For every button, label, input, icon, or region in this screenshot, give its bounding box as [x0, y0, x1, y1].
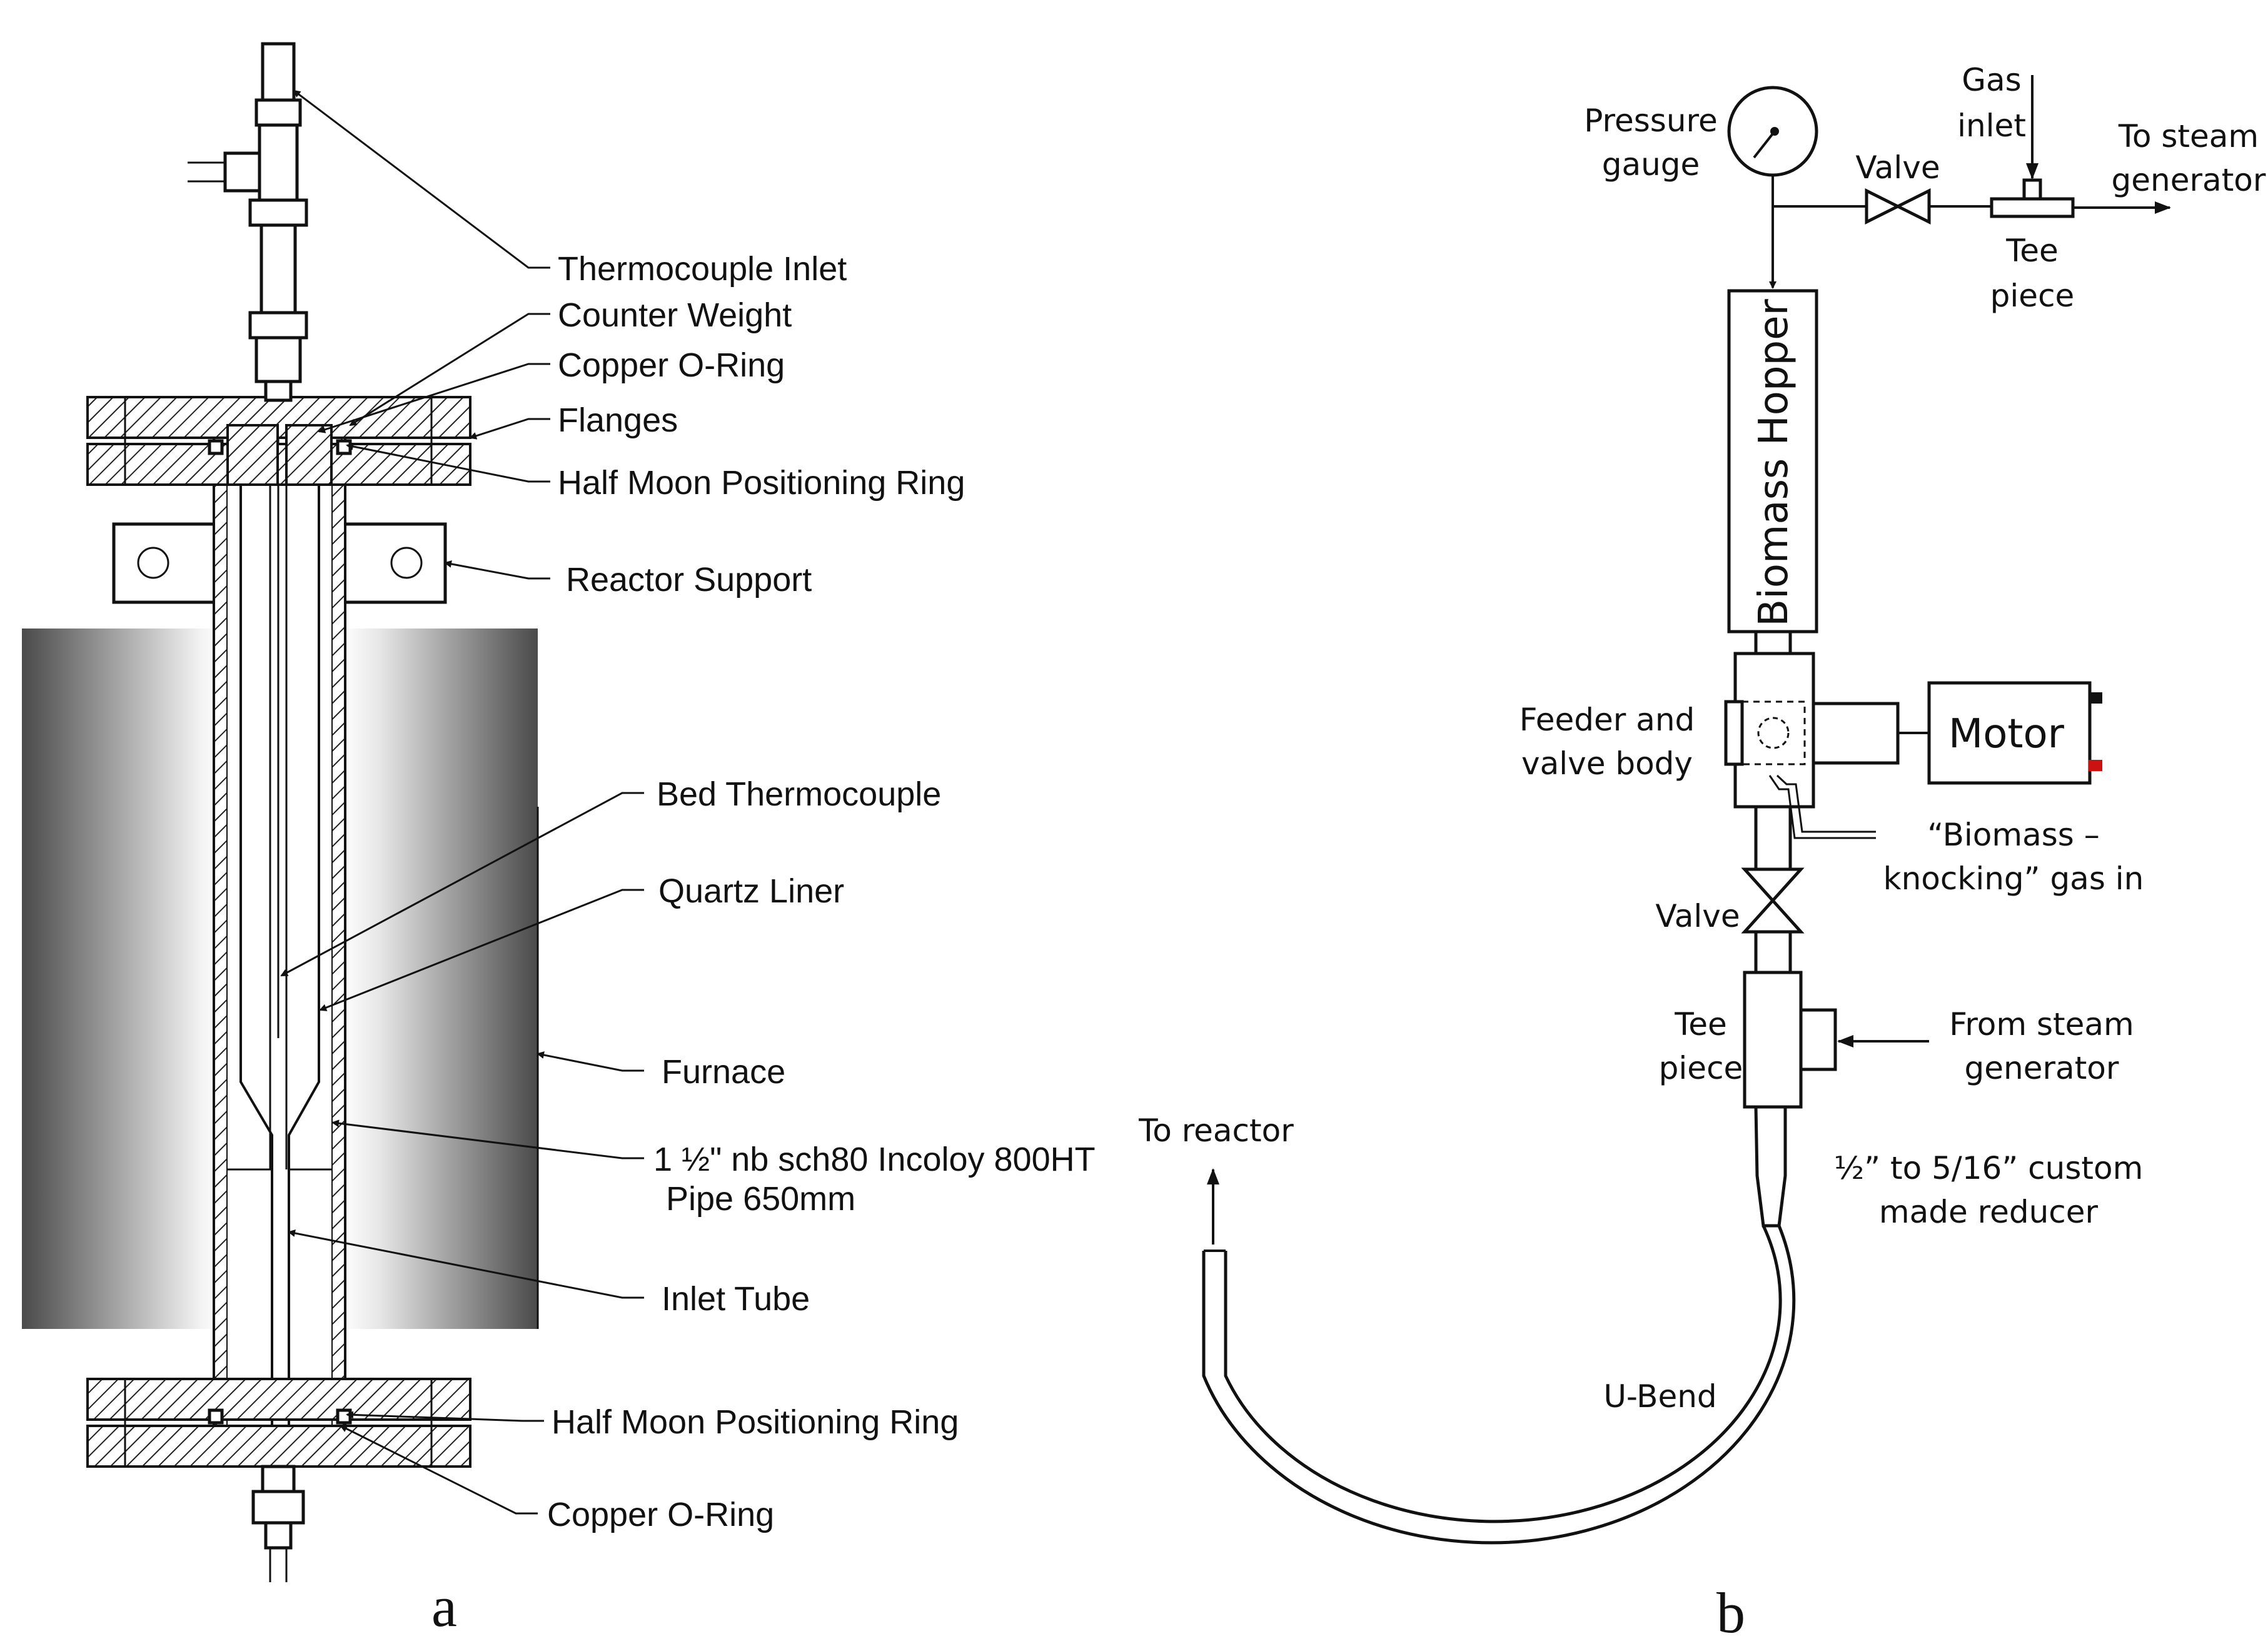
label-copper-oring-bottom: Copper O-Ring: [547, 1496, 774, 1533]
bottom-fittings-icon: [251, 1465, 305, 1582]
mid-tee-icon: [1743, 971, 1929, 1109]
label-to-steam-1: To steam: [2118, 118, 2259, 154]
panel-a: Thermocouple Inlet Counter Weight Copper…: [22, 42, 1096, 1638]
label-gas-inlet-2: inlet: [1957, 108, 2026, 144]
label-furnace: Furnace: [662, 1053, 785, 1091]
label-from-steam-1: From steam: [1949, 1006, 2134, 1043]
label-inlet-tube: Inlet Tube: [662, 1280, 810, 1318]
label-biomass-hopper: Biomass Hopper: [1751, 298, 1797, 626]
label-knocking-2: knocking” gas in: [1883, 861, 2144, 897]
label-counter-weight: Counter Weight: [558, 296, 792, 334]
mid-valve-icon: [1741, 867, 1805, 934]
label-valve-mid: Valve: [1655, 898, 1740, 934]
label-motor: Motor: [1948, 711, 2065, 757]
label-quartz-liner: Quartz Liner: [658, 872, 844, 910]
label-flanges: Flanges: [558, 401, 678, 439]
label-bed-thermocouple: Bed Thermocouple: [657, 775, 941, 813]
reducer-icon: [1754, 1105, 1787, 1228]
label-pressure-gauge-2: gauge: [1602, 146, 1700, 183]
label-tee-mid-2: piece: [1659, 1050, 1743, 1086]
top-fittings-icon: [188, 42, 308, 402]
label-half-moon-top: Half Moon Positioning Ring: [558, 464, 965, 502]
label-to-reactor: To reactor: [1138, 1113, 1294, 1149]
label-gas-inlet-1: Gas: [1962, 62, 2021, 98]
feeder-valve-body-icon: [1724, 652, 1900, 839]
label-reducer-2: made reducer: [1879, 1194, 2099, 1230]
u-bend-inner-icon: [1224, 1224, 1782, 1523]
feeder-outlet-pipe: [1754, 805, 1792, 871]
panel-a-leaders: [280, 89, 644, 1515]
quartz-liner-icon: [228, 450, 331, 1432]
label-knocking-1: “Biomass –: [1927, 817, 2100, 853]
label-tee-mid-1: Tee: [1674, 1006, 1727, 1043]
label-thermocouple-inlet: Thermocouple Inlet: [558, 250, 847, 288]
motor-icon: [1898, 681, 2102, 785]
label-reducer-1: ½” to 5/16” custom: [1834, 1150, 2144, 1186]
panel-b: Biomass Hopper Motor: [1138, 62, 2266, 1645]
furnace-icon: [22, 629, 539, 1329]
label-copper-oring-top: Copper O-Ring: [558, 346, 785, 384]
panel-letter-a: a: [431, 1575, 457, 1638]
reactor-pipe-icon: [213, 437, 346, 1433]
valve-outlet-pipe: [1754, 930, 1792, 974]
motor-terminal-black: [2089, 692, 2102, 704]
label-from-steam-2: generator: [1965, 1050, 2119, 1086]
label-tee-top-2: piece: [1990, 278, 2075, 314]
biomass-hopper-icon: [1727, 289, 1818, 634]
label-pressure-gauge-1: Pressure: [1584, 103, 1718, 139]
top-valve-icon: [1865, 188, 1931, 225]
hopper-neck: [1754, 630, 1792, 655]
top-tee-icon: [1990, 178, 2075, 218]
label-feeder-1: Feeder and: [1520, 702, 1695, 738]
motor-terminal-red: [2089, 760, 2102, 771]
pressure-gauge-icon: [1727, 86, 1818, 289]
top-gas-line: [1773, 75, 2171, 225]
label-to-steam-2: generator: [2112, 162, 2266, 198]
label-half-moon-bottom: Half Moon Positioning Ring: [552, 1403, 959, 1441]
u-bend-outer-icon: [1202, 1225, 1796, 1545]
label-u-bend: U-Bend: [1603, 1378, 1716, 1415]
label-pipe-line1: 1 ½" nb sch80 Incoloy 800HT: [653, 1141, 1096, 1178]
label-pipe-line2: Pipe 650mm: [666, 1180, 855, 1218]
top-flanges-icon: [86, 396, 471, 486]
label-tee-top-1: Tee: [2005, 233, 2059, 269]
label-reactor-support: Reactor Support: [566, 561, 812, 598]
label-valve-top: Valve: [1855, 149, 1940, 186]
panel-letter-b: b: [1716, 1581, 1745, 1643]
label-feeder-2: valve body: [1521, 745, 1693, 782]
